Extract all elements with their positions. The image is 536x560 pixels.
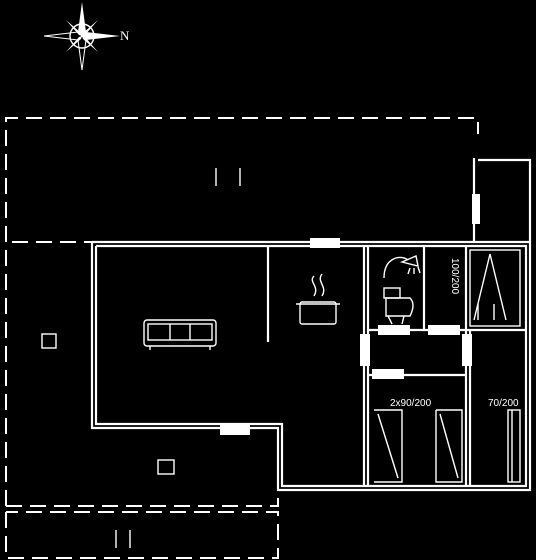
bedroom-2-bed-label: 70/200 xyxy=(488,398,519,409)
terrace-outline xyxy=(5,117,479,559)
compass-north-label: N xyxy=(120,28,130,43)
cooking-pot-icon xyxy=(296,273,340,325)
sofa-icon xyxy=(143,319,217,350)
shower-icon xyxy=(383,255,421,279)
compass-rose-icon xyxy=(43,2,120,71)
bed-icon xyxy=(374,409,463,483)
door-openings xyxy=(220,194,480,435)
shower-cabin-icon xyxy=(469,249,521,327)
bed-icon xyxy=(507,409,521,483)
bedroom-1-bed-label: 2x90/200 xyxy=(390,398,432,409)
toilet-icon xyxy=(383,287,414,325)
shower-size-label: 100/200 xyxy=(449,258,460,295)
window-icon xyxy=(41,168,241,548)
